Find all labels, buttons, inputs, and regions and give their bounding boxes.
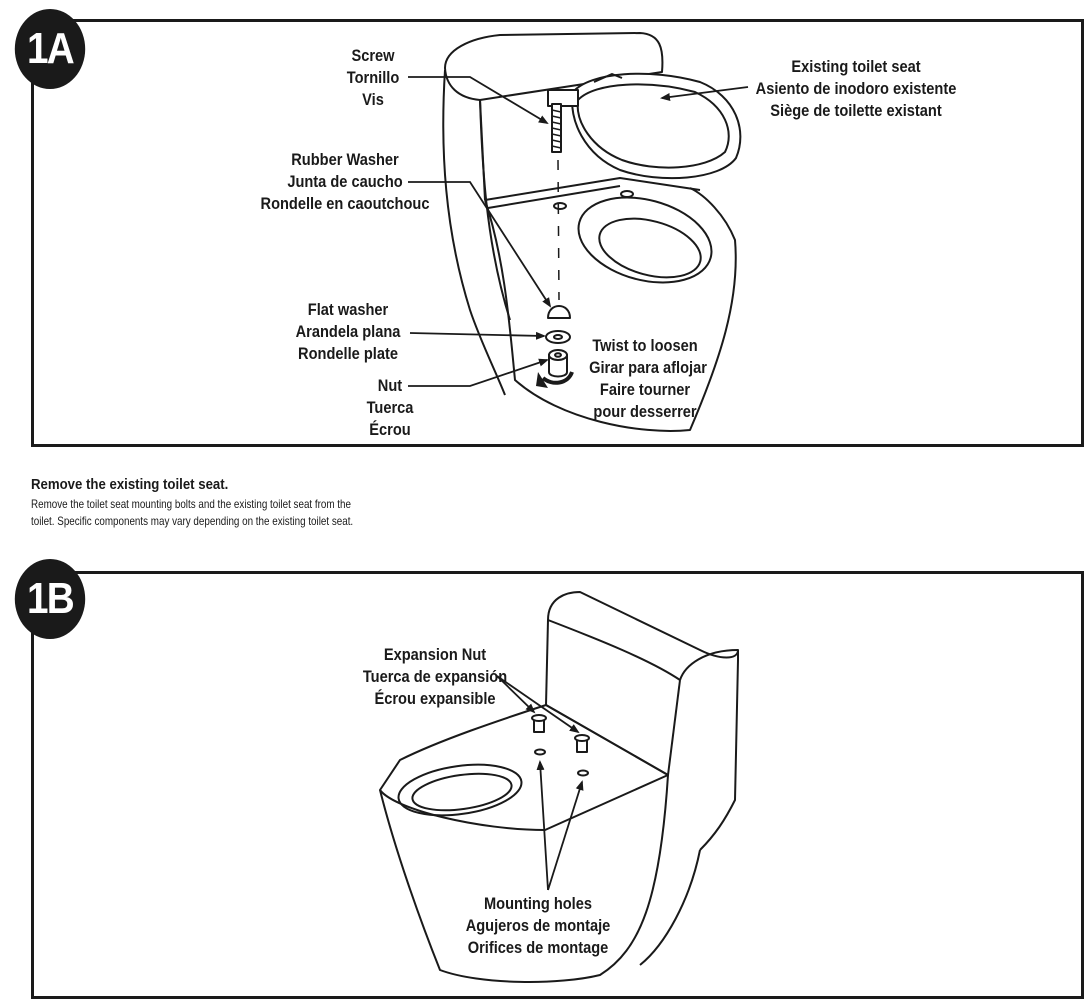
label-nut: Nut Tuerca Écrou [366,376,414,439]
instructions-body: Remove the toilet seat mounting bolts an… [31,497,354,528]
label-expansion-nut: Expansion Nut Tuerca de expansión Écrou … [362,645,508,708]
instructions-title: Remove the existing toilet seat. [31,476,229,493]
label-flat-washer: Flat washer Arandela plana Rondelle plat… [295,300,401,363]
step-badge-1a: 1A [14,9,86,89]
label-screw: Screw Tornillo Vis [346,46,400,109]
label-existing-toilet-seat: Existing toilet seat Asiento de inodoro … [755,57,957,120]
toilet-with-seat-illustration-icon [442,32,742,432]
toilet-without-seat-illustration-icon [379,591,739,983]
leader-lines-1b [496,675,584,891]
label-mounting-holes: Mounting holes Agujeros de montaje Orifi… [465,894,611,957]
step-badge-1b: 1B [14,559,86,639]
counterclockwise-arrow-icon [536,371,574,388]
leader-lines-1a [408,76,749,387]
instructions: Remove the existing toilet seat. Remove … [31,476,371,530]
label-twist-to-loosen: Twist to loosen Girar para aflojar Faire… [589,336,707,421]
label-rubber-washer: Rubber Washer Junta de caucho Rondelle e… [260,150,430,213]
